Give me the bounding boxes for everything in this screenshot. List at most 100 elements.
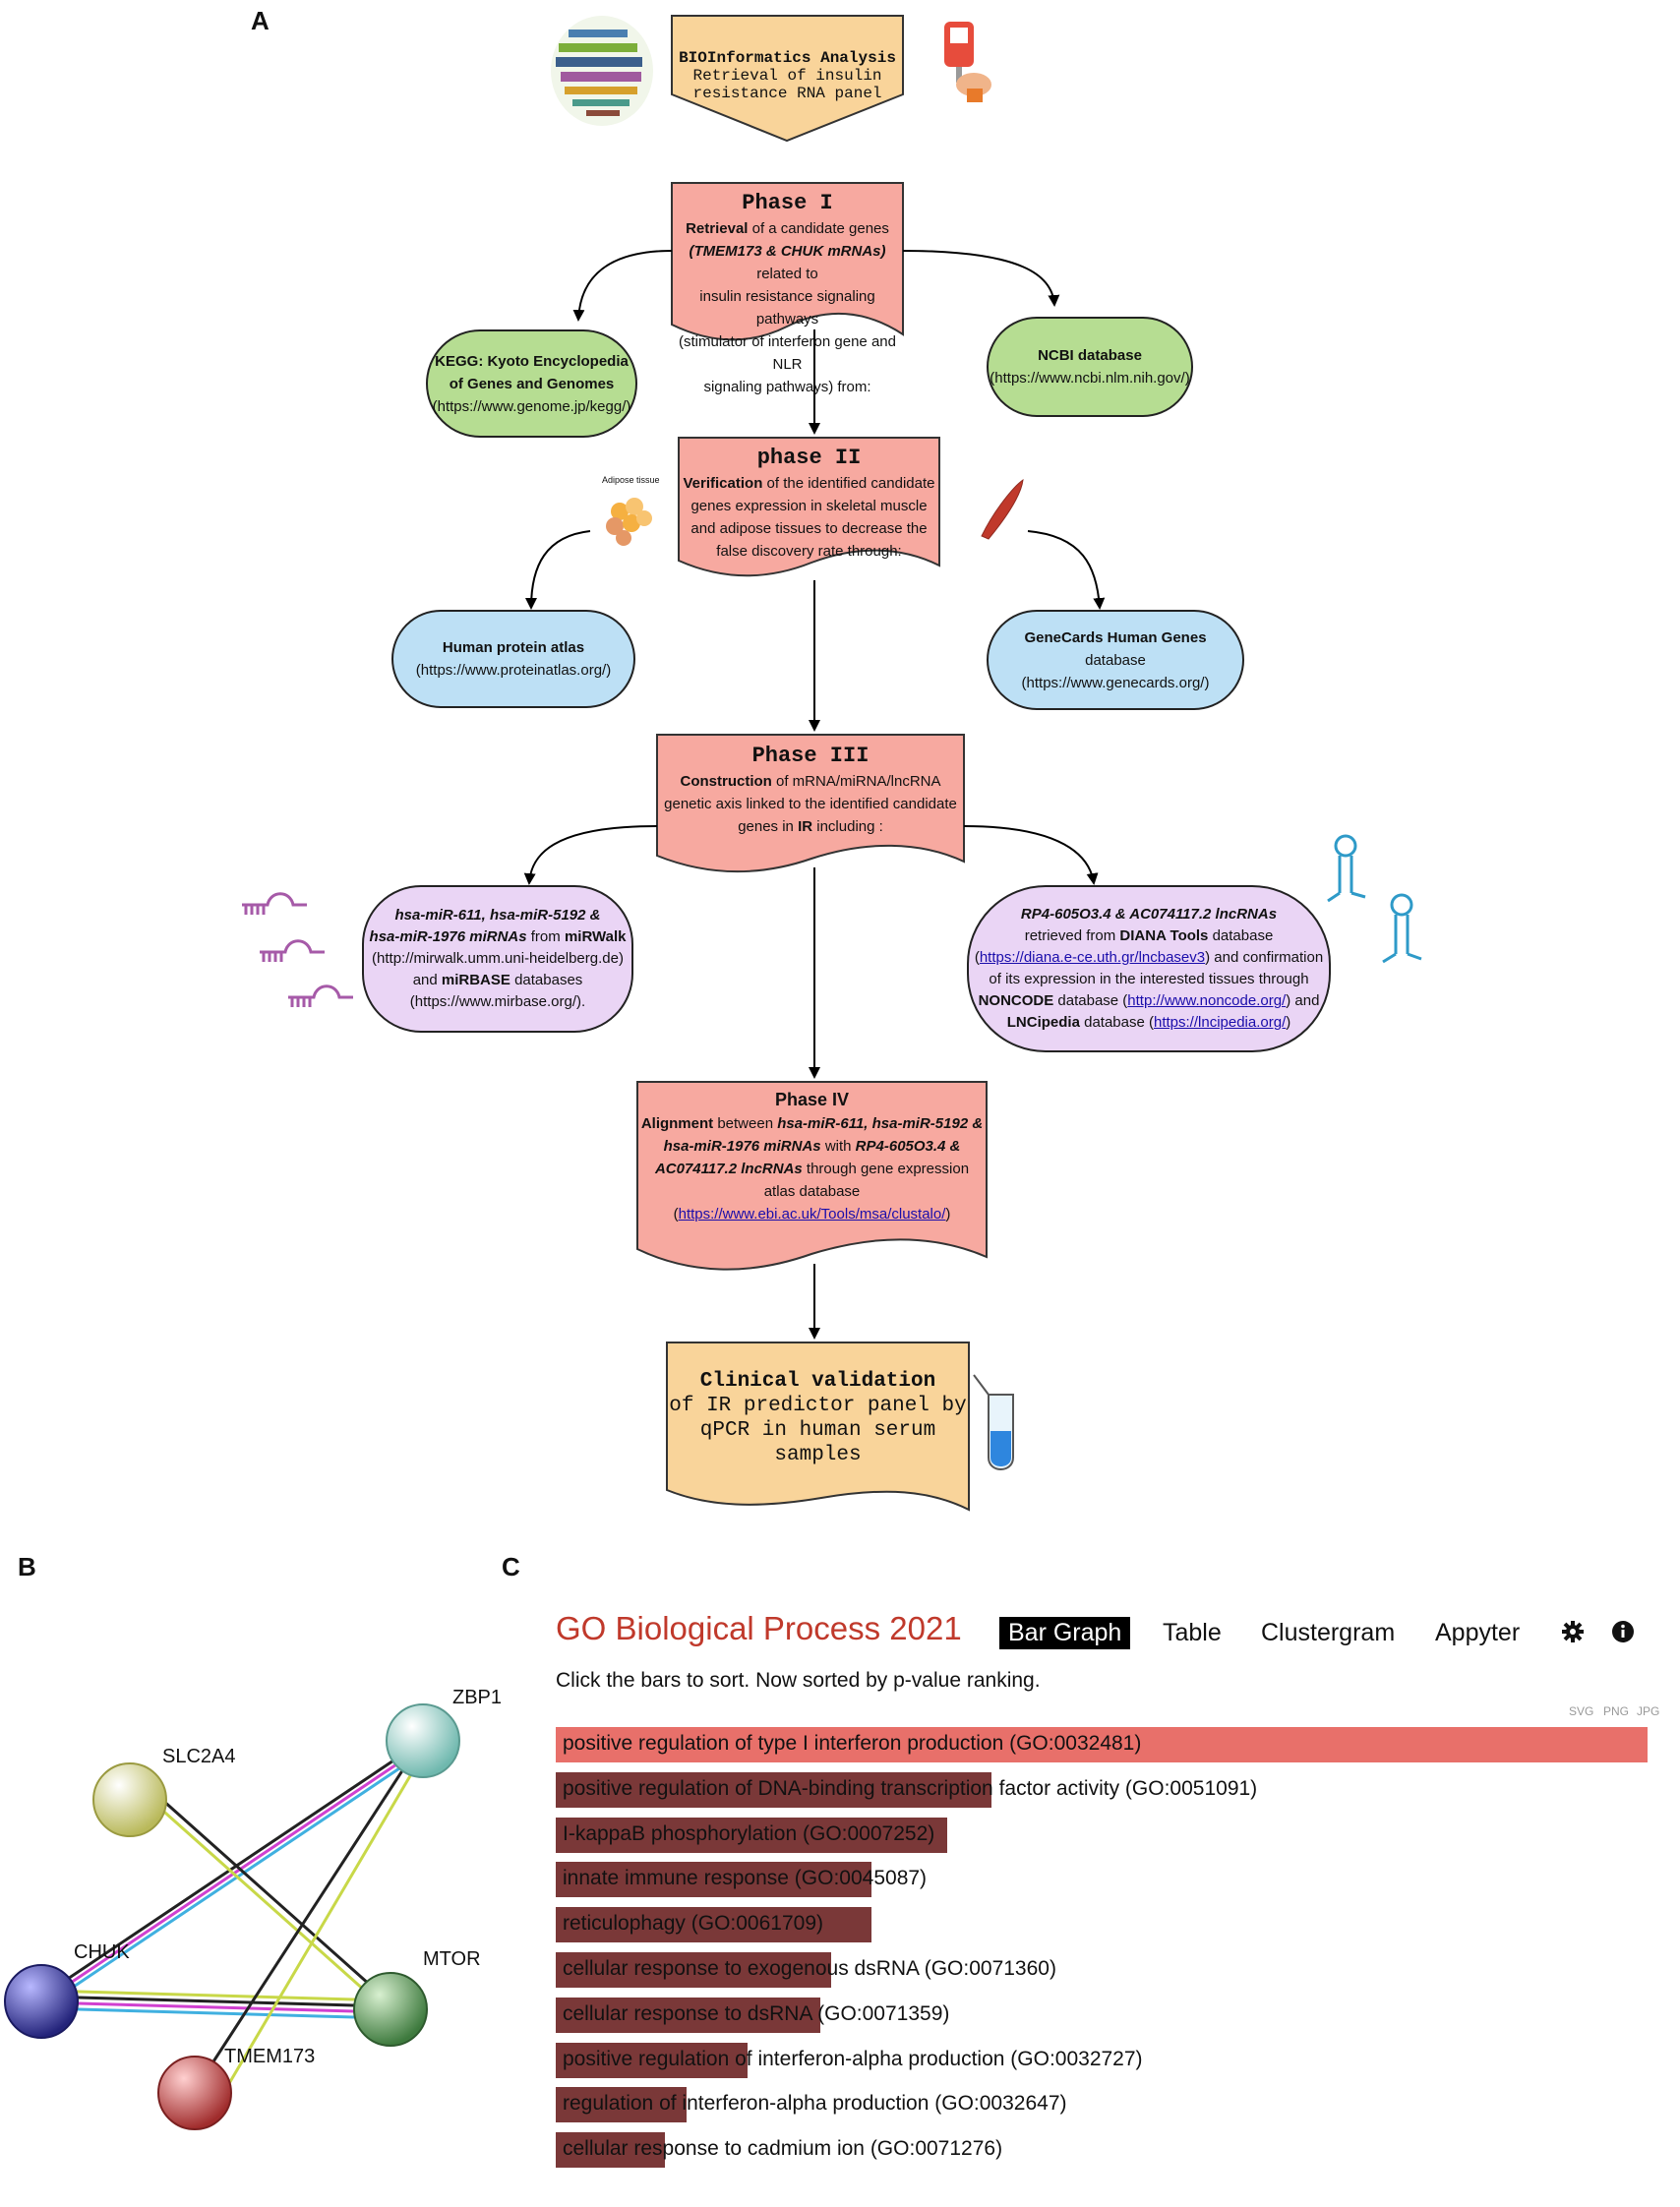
go-bar-row[interactable]: positive regulation of type I interferon…	[556, 1727, 1648, 1762]
adipose-tissue-label: Adipose tissue	[602, 475, 660, 485]
mirna-line4c: databases	[510, 972, 583, 988]
go-bar-row[interactable]: cellular response to exogenous dsRNA (GO…	[556, 1952, 1648, 1988]
phase4-line3b: through gene expression	[802, 1161, 970, 1177]
go-bar-row[interactable]: cellular response to dsRNA (GO:0071359)	[556, 1997, 1648, 2033]
go-bar[interactable]	[556, 2087, 687, 2123]
clinical-line2: of IR predictor panel by	[669, 1395, 967, 1417]
lncrna-line5c: ) and	[1286, 992, 1320, 1009]
phase2-title: phase II	[756, 446, 862, 470]
lncrna-line6c: )	[1286, 1014, 1291, 1031]
go-term-label: reticulophagy (GO:0061709)	[563, 1912, 823, 1936]
flowchart-shapes	[242, 15, 1422, 1512]
go-bar[interactable]	[556, 1907, 871, 1943]
mirna-line3: (http://mirwalk.umm.uni-heidelberg.de)	[372, 950, 624, 967]
go-bar-row[interactable]: I-kappaB phosphorylation (GO:0007252)	[556, 1817, 1648, 1853]
clustalo-link[interactable]: https://www.ebi.ac.uk/Tools/msa/clustalo…	[678, 1206, 946, 1223]
clinical-line3: qPCR in human serum	[699, 1419, 936, 1442]
node-chuk	[4, 1964, 79, 2039]
lncrna-line3b: ) and confirmation	[1205, 949, 1324, 966]
noncode-link[interactable]: http://www.noncode.org/	[1127, 992, 1287, 1009]
go-term-label: regulation of interferon-alpha productio…	[563, 2092, 1067, 2116]
go-bar-row[interactable]: reticulophagy (GO:0061709)	[556, 1907, 1648, 1943]
lncipedia-link[interactable]: https://lncipedia.org/	[1154, 1014, 1287, 1031]
kegg-subtitle: of Genes and Genomes	[449, 375, 615, 392]
go-bar[interactable]	[556, 1727, 1648, 1762]
phase3-title: Phase III	[751, 744, 870, 768]
panel-label-c: C	[502, 1552, 520, 1581]
phase4-title: Phase IV	[774, 1090, 850, 1109]
bioinformatics-box	[671, 15, 904, 143]
tab-appyter[interactable]: Appyter	[1435, 1619, 1521, 1646]
library-title: GO Biological Process 2021	[556, 1610, 962, 1646]
phase4-line4: atlas database	[763, 1183, 861, 1200]
sample-tube-icon	[973, 1374, 1014, 1470]
phase3-line1: of mRNA/miRNA/lncRNA	[771, 773, 941, 790]
phase4-line2b: with	[820, 1138, 856, 1155]
phase1-line4: (stimulator of interferon gene and NLR	[679, 333, 896, 373]
phase3-text: Phase III Construction of mRNA/miRNA/lnc…	[657, 743, 964, 838]
go-bar-row[interactable]: cellular response to cadmium ion (GO:007…	[556, 2132, 1648, 2169]
go-bar-row[interactable]: positive regulation of DNA-binding trans…	[556, 1771, 1648, 1808]
export-png[interactable]: PNG	[1603, 1704, 1630, 1718]
export-jpg[interactable]: JPG	[1637, 1704, 1660, 1718]
gear-icon[interactable]	[1561, 1620, 1585, 1643]
lncrna-line6b: database (	[1079, 1014, 1154, 1031]
label-slc2a4: SLC2A4	[162, 1746, 236, 1767]
lncrna-line5b: database (	[1053, 992, 1128, 1009]
label-chuk: CHUK	[74, 1941, 130, 1963]
phase2-box	[678, 437, 940, 577]
tab-table[interactable]: Table	[1163, 1619, 1222, 1646]
protein-atlas-url: (https://www.proteinatlas.org/)	[415, 662, 612, 679]
phase1-text: Phase I Retrieval of a candidate genes (…	[672, 190, 903, 398]
go-bar[interactable]	[556, 1952, 831, 1988]
glucometer-icon	[944, 22, 991, 102]
go-bar-row[interactable]: positive regulation of interferon-alpha …	[556, 2042, 1648, 2078]
word-cloud-icon	[551, 16, 653, 126]
tab-bar-graph[interactable]: Bar Graph	[999, 1617, 1131, 1649]
ncbi-title: NCBI database	[1038, 347, 1142, 364]
lncrna-node: RP4-605O3.4 & AC074117.2 lncRNAs retriev…	[967, 885, 1331, 1052]
genecards-node: GeneCards Human Genes database (https://…	[987, 610, 1244, 710]
mirna-line4a: and	[412, 972, 442, 988]
go-term-label: cellular response to dsRNA (GO:0071359)	[563, 2001, 950, 2025]
phase3-keyword: Construction	[680, 773, 772, 790]
protein-network	[4, 1703, 460, 2130]
phase4-line5b: )	[945, 1206, 951, 1223]
label-tmem173: TMEM173	[224, 2046, 316, 2067]
clinical-box	[666, 1342, 970, 1512]
tab-clustergram[interactable]: Clustergram	[1261, 1619, 1396, 1646]
go-bar[interactable]	[556, 1862, 871, 1898]
muscle-icon	[981, 478, 1024, 540]
lncrna-line3a: (	[974, 949, 980, 966]
lncrna-noncode: NONCODE	[978, 992, 1054, 1009]
panel-label-b: B	[18, 1552, 36, 1581]
lncrna-line1: RP4-605O3.4 & AC074117.2 lncRNAs	[1020, 906, 1278, 923]
phase4-line1: between	[713, 1115, 778, 1132]
ncbi-node: NCBI database (https://www.ncbi.nlm.nih.…	[987, 317, 1193, 417]
export-svg[interactable]: SVG	[1569, 1704, 1594, 1718]
info-icon[interactable]	[1611, 1620, 1635, 1643]
go-bar[interactable]	[556, 1817, 947, 1853]
lncrna-line4: of its expression in the interested tiss…	[989, 971, 1309, 987]
genecards-line2: database	[1085, 651, 1146, 669]
go-term-label: innate immune response (GO:0045087)	[563, 1867, 928, 1890]
go-bar[interactable]	[556, 1771, 991, 1808]
mirna-line2c: miRWalk	[564, 928, 627, 945]
go-bar[interactable]	[556, 2042, 748, 2078]
go-bar[interactable]	[556, 2132, 665, 2169]
node-slc2a4	[92, 1762, 167, 1837]
kegg-title: KEGG: Kyoto Encyclopedia	[435, 352, 629, 370]
go-bar-row[interactable]: regulation of interferon-alpha productio…	[556, 2087, 1648, 2123]
edge-chuk-zbp1	[40, 1739, 424, 2010]
go-term-label: positive regulation of type I interferon…	[563, 1732, 1142, 1755]
label-mtor: MTOR	[423, 1948, 481, 1970]
go-bar[interactable]	[556, 1997, 820, 2033]
phase2-line2: genes expression in skeletal muscle	[690, 498, 928, 514]
phase4-line3a: AC074117.2 lncRNAs	[654, 1161, 803, 1177]
go-term-label: positive regulation of interferon-alpha …	[563, 2047, 1143, 2070]
diana-link[interactable]: https://diana.e-ce.uth.gr/lncbasev3	[979, 949, 1206, 966]
phase1-genes: (TMEM173 & CHUK mRNAs)	[689, 243, 886, 260]
go-term-label: I-kappaB phosphorylation (GO:0007252)	[563, 1821, 935, 1845]
adipose-tissue-icon	[606, 498, 652, 546]
go-bar-row[interactable]: innate immune response (GO:0045087)	[556, 1862, 1648, 1898]
